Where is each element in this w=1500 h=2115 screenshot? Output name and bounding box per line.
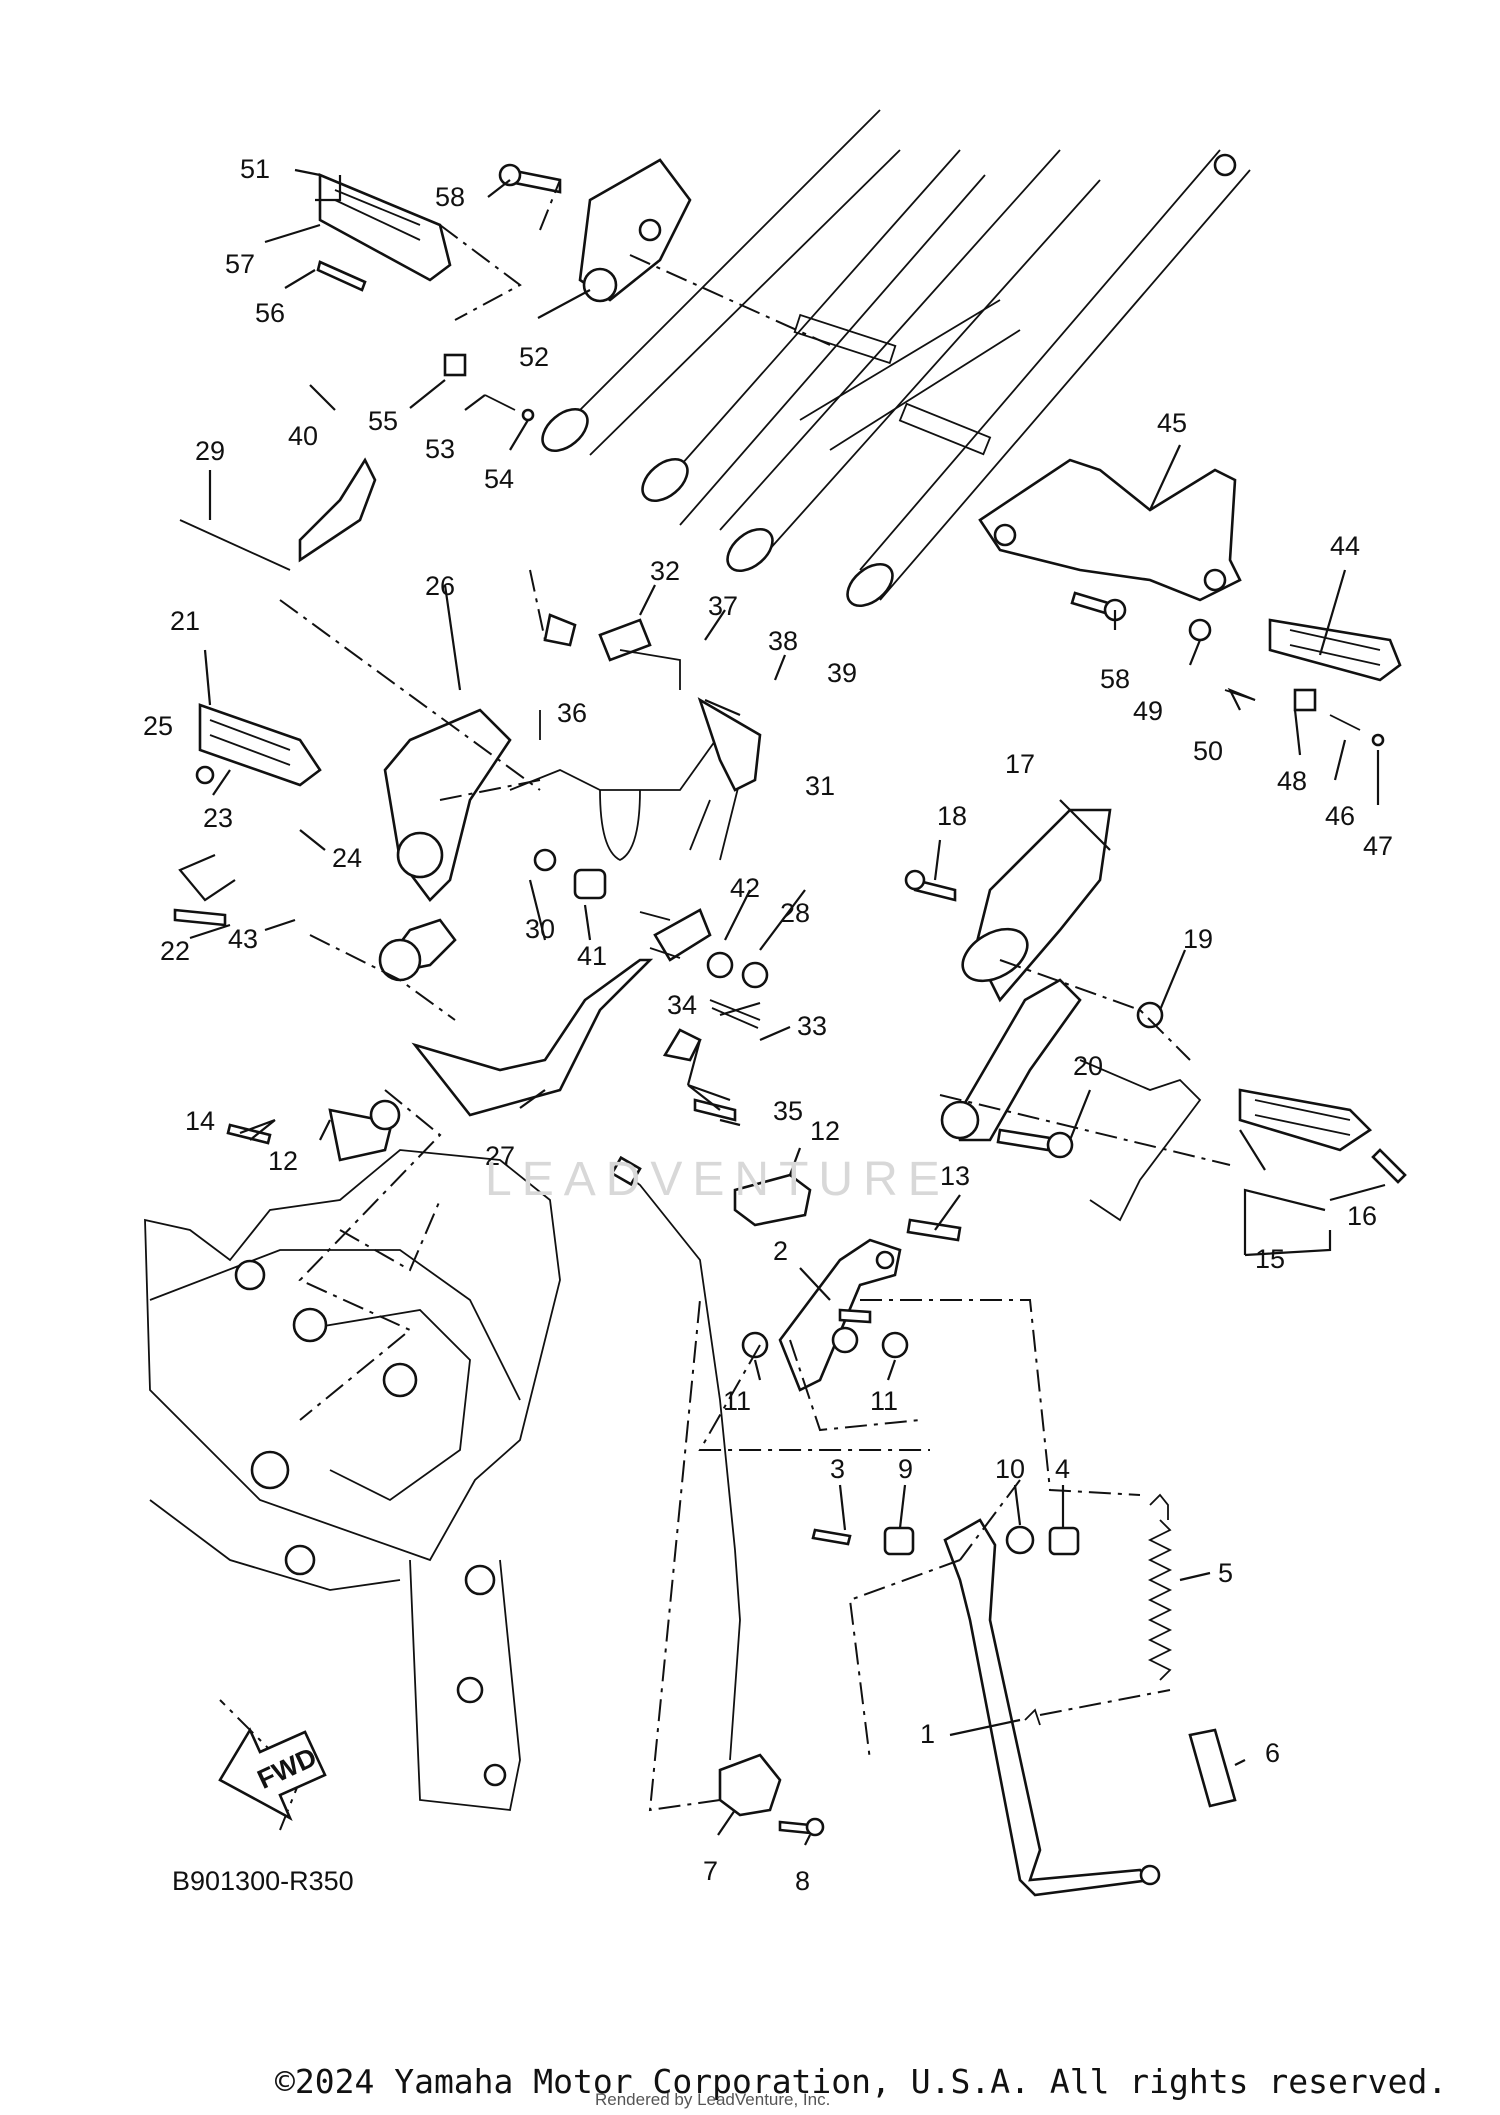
callout-57: 57 <box>225 249 255 279</box>
callout-55: 55 <box>368 406 398 436</box>
callout-29: 29 <box>195 436 225 466</box>
callout-45: 45 <box>1157 408 1187 438</box>
callout-53: 53 <box>425 434 455 464</box>
callout-44: 44 <box>1330 531 1360 561</box>
right-footrest-assembly <box>978 458 1402 747</box>
callout-28: 28 <box>780 898 810 928</box>
main-frame <box>144 1149 561 1811</box>
callout-37: 37 <box>708 591 738 621</box>
callout-17: 17 <box>1005 749 1035 779</box>
callout-24: 24 <box>332 843 362 873</box>
callout-33: 33 <box>797 1011 827 1041</box>
callout-12-sidestand: 12 <box>810 1116 840 1146</box>
callout-12: 12 <box>268 1146 298 1176</box>
watermark-text: LEADVENTURE <box>485 1153 950 1206</box>
callout-58: 58 <box>435 182 465 212</box>
copyright-notice: ©2024 Yamaha Motor Corporation, U.S.A. A… <box>275 2062 1447 2101</box>
callout-3: 3 <box>830 1454 845 1484</box>
left-footrest-assembly <box>316 158 692 422</box>
callout-35: 35 <box>773 1096 803 1126</box>
callout-21: 21 <box>170 606 200 636</box>
callout-25: 25 <box>143 711 173 741</box>
callout-46: 46 <box>1325 801 1355 831</box>
callout-4: 4 <box>1055 1454 1070 1484</box>
callout-16: 16 <box>1347 1201 1377 1231</box>
callout-5: 5 <box>1218 1558 1233 1588</box>
callout-54: 54 <box>484 464 514 494</box>
callout-10: 10 <box>995 1454 1025 1484</box>
callout-40: 40 <box>288 421 318 451</box>
callout-43: 43 <box>228 924 258 954</box>
callout-30: 30 <box>525 914 555 944</box>
callout-13: 13 <box>940 1161 970 1191</box>
sidestand-assembly <box>610 1155 1237 1897</box>
callout-58-right: 58 <box>1100 664 1130 694</box>
callout-labels: 51 58 57 56 52 55 53 54 29 40 26 32 37 3… <box>143 154 1393 1896</box>
callout-36: 36 <box>557 698 587 728</box>
leader-lines <box>178 168 1386 1846</box>
callout-2: 2 <box>773 1236 788 1266</box>
callout-23: 23 <box>203 803 233 833</box>
callout-19: 19 <box>1183 924 1213 954</box>
callout-27: 27 <box>485 1141 515 1171</box>
callout-39: 39 <box>827 658 857 688</box>
callout-42: 42 <box>730 873 760 903</box>
callout-11-left: 11 <box>723 1386 751 1416</box>
callout-31: 31 <box>805 771 835 801</box>
callout-18: 18 <box>937 801 967 831</box>
callout-34: 34 <box>667 990 697 1020</box>
callout-41: 41 <box>577 941 607 971</box>
callout-8: 8 <box>795 1866 810 1896</box>
callout-52: 52 <box>519 342 549 372</box>
callout-22: 22 <box>160 936 190 966</box>
leader-lines-dashed <box>219 179 1231 1831</box>
callout-51: 51 <box>240 154 270 184</box>
callout-15: 15 <box>1255 1244 1285 1274</box>
brake-pedal-assembly <box>173 457 769 1162</box>
callout-32: 32 <box>650 556 680 586</box>
callout-9: 9 <box>898 1454 913 1484</box>
callout-20: 20 <box>1073 1051 1103 1081</box>
callout-7: 7 <box>703 1856 718 1886</box>
callout-6: 6 <box>1265 1738 1280 1768</box>
callout-14: 14 <box>185 1106 215 1136</box>
callout-48: 48 <box>1277 766 1307 796</box>
diagram-code: B901300-R350 <box>172 1866 354 1896</box>
callout-38: 38 <box>768 626 798 656</box>
callout-56: 56 <box>255 298 285 328</box>
frame-rails <box>541 109 1251 608</box>
callout-1: 1 <box>920 1719 935 1749</box>
rendered-by-notice: Rendered by LeadVenture, Inc. <box>595 2090 830 2109</box>
callout-26: 26 <box>425 571 455 601</box>
callout-11-right: 11 <box>870 1386 898 1416</box>
fwd-arrow: FWD <box>218 1727 327 1821</box>
callout-50: 50 <box>1193 736 1223 766</box>
callout-49: 49 <box>1133 696 1163 726</box>
callout-47: 47 <box>1363 831 1393 861</box>
shift-pedal-assembly <box>904 808 1407 1222</box>
